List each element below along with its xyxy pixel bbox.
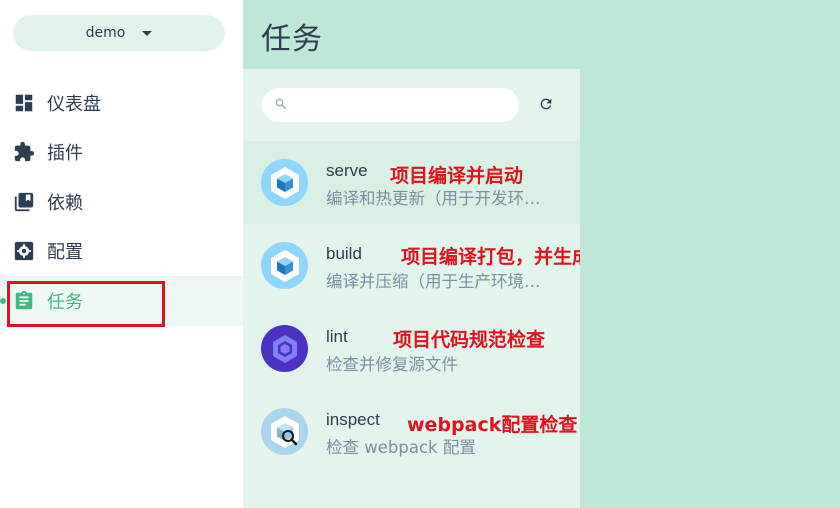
task-description: 编译并压缩（用于生产环境…	[326, 272, 541, 291]
sidebar-item-dependencies[interactable]: 依赖	[0, 177, 243, 227]
refresh-icon	[540, 98, 552, 110]
task-detail-panel	[580, 69, 840, 508]
project-name: demo	[85, 25, 126, 41]
refresh-button[interactable]	[535, 93, 557, 115]
sidebar-item-label: 任务	[47, 291, 83, 313]
caret-down-icon	[142, 30, 153, 36]
page-header: 任务	[243, 0, 840, 69]
task-annotation: 项目编译并启动	[390, 165, 524, 187]
task-name: serve	[326, 161, 368, 180]
puzzle-icon	[13, 141, 35, 163]
sidebar-item-configuration[interactable]: 配置	[0, 227, 243, 277]
task-annotation: 项目代码规范检查	[393, 329, 546, 351]
task-item-lint[interactable]: lint 检查并修复源文件 项目代码规范检查	[243, 307, 580, 390]
settings-icon	[13, 240, 35, 262]
dashboard-icon	[13, 92, 35, 114]
task-name: inspect	[326, 410, 380, 429]
task-item-serve[interactable]: serve 编译和热更新（用于开发环… 项目编译并启动	[243, 141, 580, 224]
eslint-icon	[261, 325, 308, 372]
sidebar-item-dashboard[interactable]: 仪表盘	[0, 78, 243, 128]
task-name: build	[326, 244, 362, 263]
search-box[interactable]	[262, 88, 519, 122]
project-selector[interactable]: demo	[13, 15, 225, 51]
sidebar-item-label: 依赖	[47, 192, 83, 214]
library-icon	[13, 191, 35, 213]
task-description: 检查 webpack 配置	[326, 438, 476, 457]
search-input[interactable]	[296, 97, 516, 113]
sidebar-item-tasks[interactable]: 任务	[0, 276, 243, 326]
webpack-cube-icon	[261, 159, 308, 206]
task-annotation: webpack配置检查	[407, 414, 578, 436]
active-indicator	[0, 297, 6, 304]
task-name: lint	[326, 327, 348, 346]
page-title: 任务	[261, 22, 323, 57]
task-item-inspect[interactable]: inspect 检查 webpack 配置 webpack配置检查	[243, 390, 580, 473]
clipboard-icon	[13, 290, 35, 312]
sidebar-item-label: 仪表盘	[47, 93, 101, 115]
search-icon	[274, 96, 288, 115]
task-description: 编译和热更新（用于开发环…	[326, 189, 541, 208]
sidebar: demo 仪表盘 插件 依赖 配置	[0, 0, 243, 508]
task-description: 检查并修复源文件	[326, 355, 458, 374]
sidebar-item-plugins[interactable]: 插件	[0, 128, 243, 178]
webpack-cube-icon	[261, 242, 308, 289]
sidebar-item-label: 配置	[47, 242, 83, 264]
sidebar-item-label: 插件	[47, 143, 83, 165]
task-item-build[interactable]: build 编译并压缩（用于生产环境… 项目编译打包，并生成部署包	[243, 224, 648, 307]
sidebar-nav: 仪表盘 插件 依赖 配置 任务	[0, 78, 243, 326]
webpack-inspect-icon	[261, 408, 308, 455]
task-list-panel: serve 编译和热更新（用于开发环… 项目编译并启动 build 编译并压缩（…	[243, 69, 648, 508]
